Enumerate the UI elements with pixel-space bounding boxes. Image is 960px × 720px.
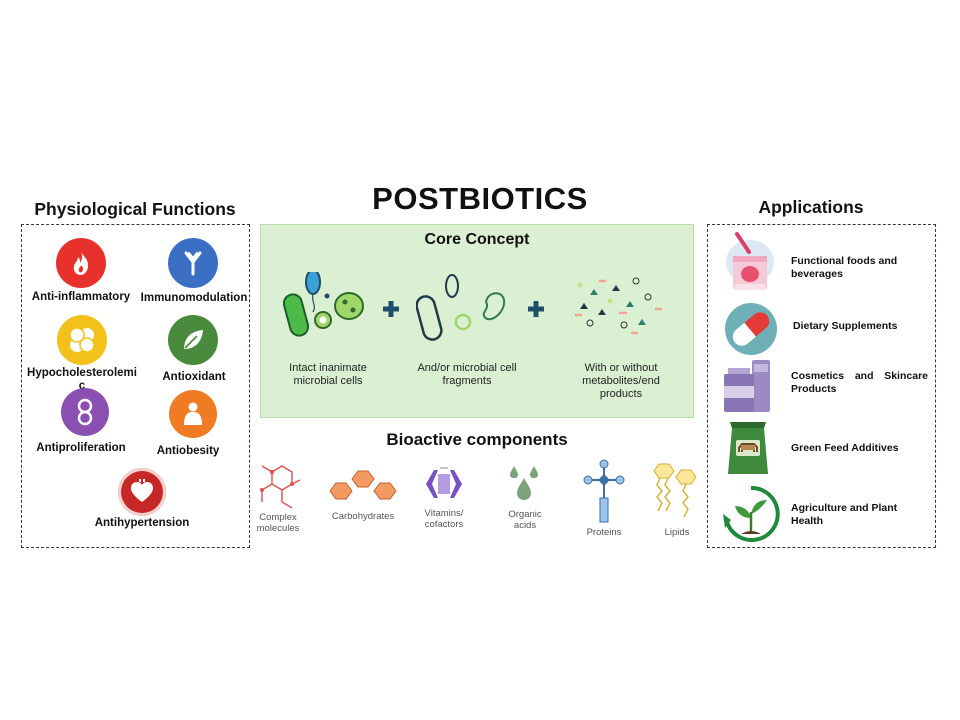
antiobesity-label: Antiobesity (156, 445, 220, 457)
core-concept-heading: Core Concept (424, 231, 530, 248)
flame-icon (56, 238, 106, 288)
protein-icon (583, 459, 625, 523)
application-green-feed-additives: Green Feed Additives (791, 442, 899, 454)
vitamin-icon (426, 467, 462, 498)
applications-heading: Applications (758, 197, 864, 217)
component-lipids: Lipids (664, 527, 690, 538)
bioactive-components-heading: Bioactive components (386, 430, 568, 449)
cell-fragments-icon (416, 274, 506, 341)
physiological-functions-panel (21, 224, 250, 548)
lipid-cells-icon (57, 315, 107, 365)
feed-bag-icon (728, 422, 768, 474)
antioxidant-label: Antioxidant (162, 371, 226, 383)
page-title: POSTBIOTICS (372, 181, 588, 216)
plant-cycle-icon (723, 485, 780, 542)
heart-icon (118, 468, 166, 516)
antiproliferation-label: Antiproliferation (36, 442, 126, 454)
antihypertension-label: Antihypertension (94, 517, 190, 529)
component-proteins: Proteins (586, 527, 622, 538)
bacteria-cells-icon (283, 272, 364, 337)
core-concept-panel (260, 224, 694, 418)
plus-icon (528, 301, 544, 317)
capsule-icon (725, 303, 777, 355)
dividing-cell-icon (61, 388, 109, 436)
immunomodulation-label: Immunomodulation (140, 292, 248, 304)
complex-molecule-icon (260, 465, 301, 509)
person-icon (169, 390, 217, 438)
cosmetics-icon (724, 360, 770, 412)
application-cosmetics: Cosmetics and Skincare Products (791, 370, 928, 395)
plus-icon (383, 301, 399, 317)
metabolites-icon (574, 277, 663, 335)
anti-inflammatory-label: Anti-inflammatory (31, 291, 131, 303)
drops-icon (510, 466, 538, 500)
hypocholesterolemic-label: Hypocholesterolemic (27, 367, 137, 392)
component-carbohydrates: Carbohydrates (331, 511, 395, 522)
yogurt-icon (726, 232, 774, 290)
application-dietary-supplements: Dietary Supplements (793, 320, 898, 332)
leaf-icon (168, 315, 218, 365)
physiological-functions-heading: Physiological Functions (34, 199, 236, 219)
antibody-icon (168, 238, 218, 288)
applications-panel (707, 224, 936, 548)
lipid-icon (653, 463, 697, 518)
carbohydrate-hexagons-icon (329, 470, 397, 500)
component-vitamins-cofactors: Vitamins/cofactors (424, 508, 464, 530)
